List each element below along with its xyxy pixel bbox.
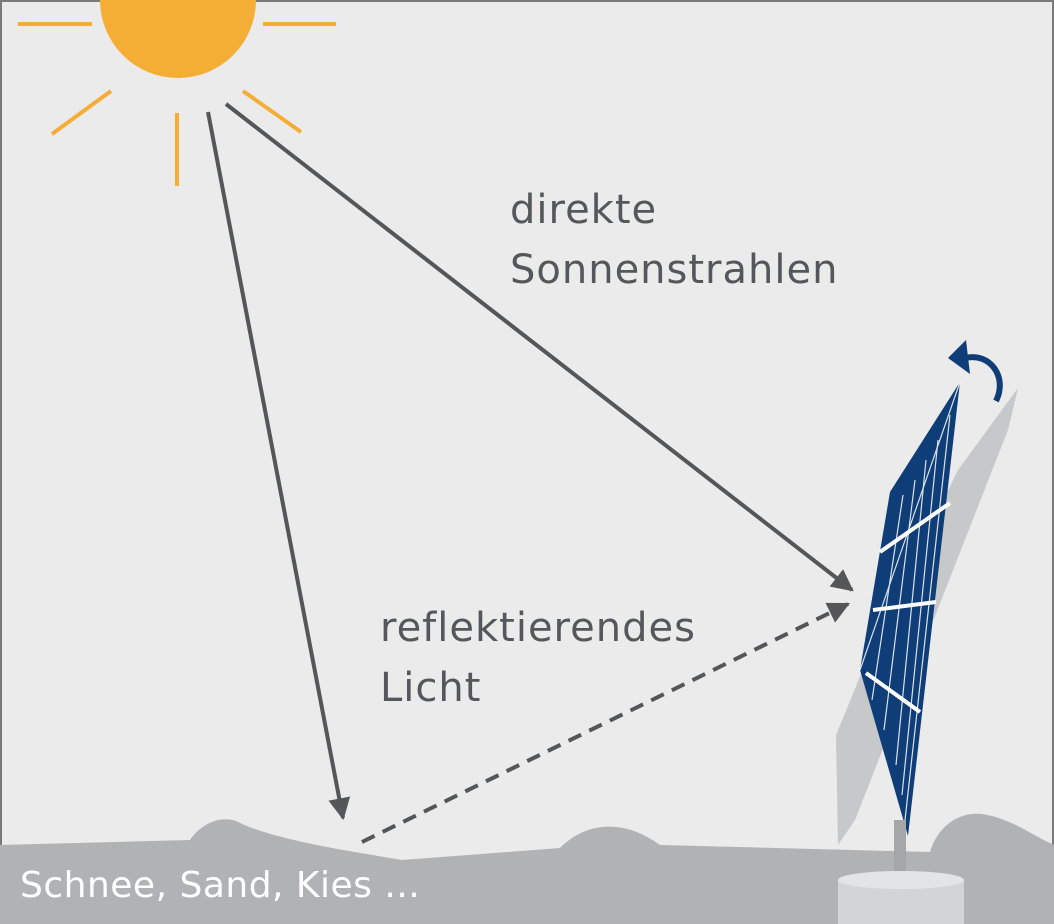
pole-base bbox=[838, 871, 964, 924]
panel-pole bbox=[894, 820, 906, 880]
ground-surface-label: Schnee, Sand, Kies ... bbox=[20, 865, 421, 906]
sun-icon bbox=[18, 0, 336, 186]
ray-to-ground bbox=[206, 111, 351, 821]
reflected-light-label-line2: Licht bbox=[380, 665, 482, 711]
rotation-arrow-icon bbox=[948, 340, 1003, 403]
ray-to-panel bbox=[224, 102, 854, 592]
direct-rays-label-line1: direkte bbox=[510, 187, 658, 233]
reflected-ray bbox=[361, 602, 850, 844]
solar-panel bbox=[859, 381, 961, 836]
reflected-light-label-line1: reflektierendes bbox=[380, 605, 696, 651]
direct-rays-label-line2: Sonnenstrahlen bbox=[510, 247, 839, 293]
ground bbox=[0, 813, 1054, 924]
